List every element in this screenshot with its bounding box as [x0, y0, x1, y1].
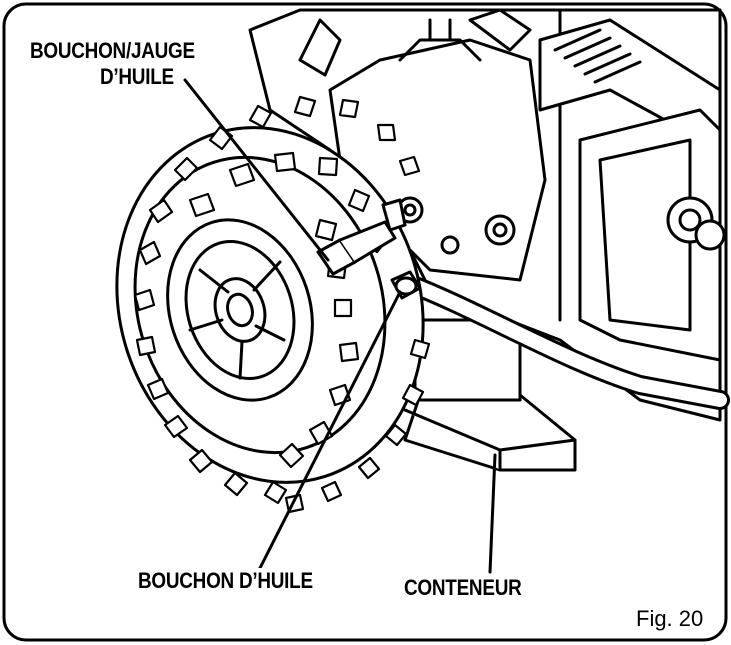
- oil-cap-dipstick: [316, 198, 407, 276]
- figure-number: Fig. 20: [636, 606, 704, 631]
- leader-line-drain-plug: [256, 290, 402, 574]
- leader-line-dipstick: [183, 78, 330, 262]
- leader-line-container: [488, 453, 497, 574]
- tubular-frame: [390, 270, 730, 410]
- label-oil-drain-plug: BOUCHON D’HUILE: [138, 568, 313, 594]
- label-oil-cap-dipstick-line1: BOUCHON/JAUGE: [30, 38, 195, 64]
- label-oil-cap-dipstick-line2: D’HUILE: [100, 64, 174, 90]
- label-container: CONTENEUR: [404, 575, 522, 601]
- tire-tread: [133, 95, 431, 514]
